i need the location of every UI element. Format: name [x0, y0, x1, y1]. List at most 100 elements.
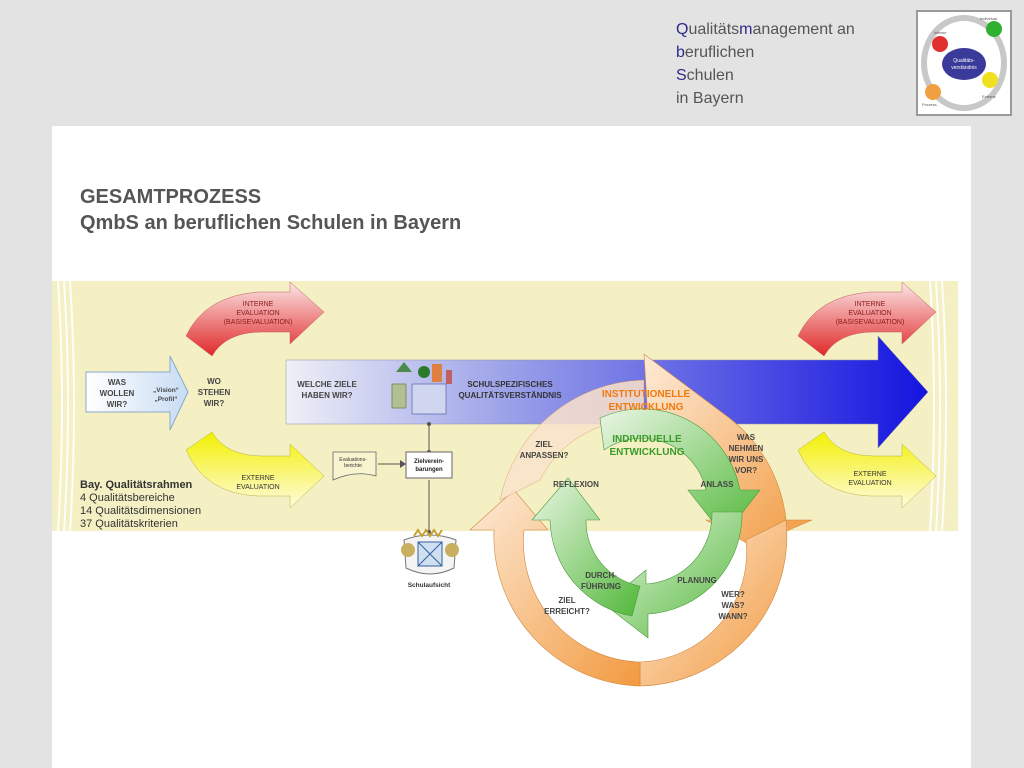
bavarian-coat-of-arms-icon [401, 528, 459, 575]
logo-red-ball [932, 36, 948, 52]
qualitaetsrahmen-item: 4 Qualitätsbereiche [80, 492, 175, 504]
svg-text:SCHULSPEZIFISCHES: SCHULSPEZIFISCHES [467, 380, 553, 389]
logo-green-ball [986, 21, 1002, 37]
band-stripes-left [57, 280, 75, 532]
svg-text:WIR?: WIR? [107, 400, 128, 409]
qmbs-logo-graphic: Qualitäts- verständnis Interne Individua… [921, 15, 1007, 111]
interne-evaluation-left-arrow [185, 281, 325, 357]
logo-label-tl: Interne [934, 30, 947, 35]
header-title-line-1: Qualitätsmanagement an [676, 21, 855, 38]
evaluationsberichte-doc [332, 451, 377, 481]
reflexion-label: REFLEXION [553, 480, 599, 489]
externe-evaluation-left-arrow [185, 431, 325, 509]
svg-text:WAS: WAS [108, 378, 127, 387]
externe-right-line-1: EXTERNE [853, 471, 886, 478]
svg-text:ANPASSEN?: ANPASSEN? [520, 451, 569, 460]
schulaufsicht-label: Schulaufsicht [408, 582, 451, 589]
svg-text:WELCHE ZIELE: WELCHE ZIELE [297, 380, 357, 389]
logo-yellow-ball [982, 72, 998, 88]
wer-was-wann-label: WER? WAS? WANN? [718, 590, 747, 621]
qualitaetsrahmen-title: Bay. Qualitätsrahmen [80, 479, 193, 491]
ziel-anpassen-label: ZIEL ANPASSEN? [520, 440, 569, 460]
svg-text:WANN?: WANN? [718, 612, 747, 621]
svg-text:Evaluations-: Evaluations- [339, 457, 367, 463]
svg-text:NEHMEN: NEHMEN [729, 444, 764, 453]
logo-center-text-2: verständnis [951, 65, 977, 71]
svg-text:WO: WO [207, 377, 221, 386]
wo-stehen-wir-label: WO STEHEN WIR? [198, 377, 231, 408]
svg-text:ENTWICKLUNG: ENTWICKLUNG [610, 447, 685, 458]
interne-right-line-2: EVALUATION [848, 310, 891, 317]
svg-text:WAS?: WAS? [721, 601, 744, 610]
qmbs-logo: Qualitäts- verständnis Interne Individua… [916, 10, 1012, 116]
interne-right-line-1: INTERNE [855, 301, 886, 308]
externe-right-line-2: EVALUATION [848, 480, 891, 487]
was-wollen-wir-label: WAS WOLLEN WIR? [100, 378, 135, 409]
zielvereinbarungen-label: Zielverein- barungen [414, 459, 444, 473]
svg-text:ERREICHT?: ERREICHT? [544, 607, 590, 616]
svg-text:WIR?: WIR? [204, 399, 225, 408]
schulspezifisches-label: SCHULSPEZIFISCHES QUALITÄTSVERSTÄNDNIS [458, 380, 562, 400]
svg-text:STEHEN: STEHEN [198, 388, 231, 397]
anlass-label: ANLASS [701, 480, 735, 489]
svg-text:ZIEL: ZIEL [558, 596, 575, 605]
qualitaetsrahmen-item: 14 Qualitätsdimensionen [80, 505, 202, 517]
was-nehmen-wir-uns-vor-label: WAS NEHMEN WIR UNS VOR? [729, 433, 764, 475]
interne-left-labels: INTERNE EVALUATION (BASISEVALUATION) [224, 301, 293, 326]
interne-right-labels: INTERNE EVALUATION (BASISEVALUATION) [836, 301, 905, 326]
logo-label-tr: Individual- [980, 16, 999, 21]
slide-title-line-2: QmbS an beruflichen Schulen in Bayern [80, 212, 462, 234]
qualitaetsrahmen-item: 37 Qualitätskriterien [80, 518, 178, 530]
logo-label-bl: Prozess- [922, 102, 938, 107]
logo-label-br: Externe [982, 94, 997, 99]
interne-left-line-3: (BASISEVALUATION) [224, 319, 293, 326]
header-title-line-3: Schulen [676, 67, 734, 84]
planung-label: PLANUNG [677, 576, 717, 585]
svg-text:QUALITÄTSVERSTÄNDNIS: QUALITÄTSVERSTÄNDNIS [458, 391, 562, 400]
qualitaetsrahmen-block: Bay. Qualitätsrahmen 4 Qualitätsbereiche… [80, 479, 201, 531]
welche-ziele-label: WELCHE ZIELE HABEN WIR? [297, 380, 357, 400]
vision-arrow [85, 355, 189, 431]
interne-right-line-3: (BASISEVALUATION) [836, 319, 905, 326]
individual-development-cycle [531, 408, 761, 639]
interne-left-line-2: EVALUATION [236, 310, 279, 317]
ziel-erreicht-label: ZIEL ERREICHT? [544, 596, 590, 616]
individuelle-entwicklung-label: INDIVIDUELLE ENTWICKLUNG [610, 434, 685, 458]
zielvereinbarungen-box [405, 451, 453, 479]
school-building-icon [391, 362, 452, 415]
externe-left-line-1: EXTERNE [241, 475, 274, 482]
svg-text:ENTWICKLUNG: ENTWICKLUNG [609, 402, 684, 413]
svg-text:„Vision“: „Vision“ [153, 387, 179, 394]
logo-center-disc [942, 48, 986, 80]
evaluationsberichte-label: Evaluations- berichte [339, 457, 367, 469]
svg-text:WAS: WAS [737, 433, 756, 442]
svg-text:INDIVIDUELLE: INDIVIDUELLE [612, 434, 682, 445]
svg-text:WIR UNS: WIR UNS [729, 455, 764, 464]
header-title-line-4: in Bayern [676, 90, 744, 107]
svg-text:WER?: WER? [721, 590, 745, 599]
svg-text:INSTITUTIONELLE: INSTITUTIONELLE [602, 389, 691, 400]
slide-title-line-1: GESAMTPROZESS [80, 186, 262, 208]
svg-text:berichte: berichte [344, 463, 362, 469]
svg-text:„Profil“: „Profil“ [154, 396, 177, 403]
externe-left-line-2: EVALUATION [236, 484, 279, 491]
slide-title: GESAMTPROZESS QmbS an beruflichen Schule… [80, 184, 461, 236]
svg-text:VOR?: VOR? [735, 466, 757, 475]
header-title-line-2: beruflichen [676, 44, 755, 61]
institutional-development-cycle [469, 353, 813, 687]
externe-left-labels: EXTERNE EVALUATION [236, 475, 279, 491]
svg-text:Zielverein-: Zielverein- [414, 459, 444, 465]
externe-evaluation-right-arrow [797, 431, 937, 509]
durchfuehrung-label: DURCH- FÜHRUNG [581, 571, 621, 591]
svg-text:barungen: barungen [415, 467, 443, 473]
svg-text:DURCH-: DURCH- [585, 571, 617, 580]
svg-text:HABEN WIR?: HABEN WIR? [301, 391, 352, 400]
header-title: Qualitätsmanagement an beruflichen Schul… [676, 18, 855, 110]
logo-orange-ball [925, 84, 941, 100]
svg-text:WOLLEN: WOLLEN [100, 389, 135, 398]
institutionelle-entwicklung-label: INSTITUTIONELLE ENTWICKLUNG [602, 389, 691, 413]
logo-center-text-1: Qualitäts- [953, 58, 975, 64]
vision-profil-label: „Vision“ „Profil“ [153, 387, 179, 403]
interne-evaluation-right-arrow [797, 281, 937, 357]
